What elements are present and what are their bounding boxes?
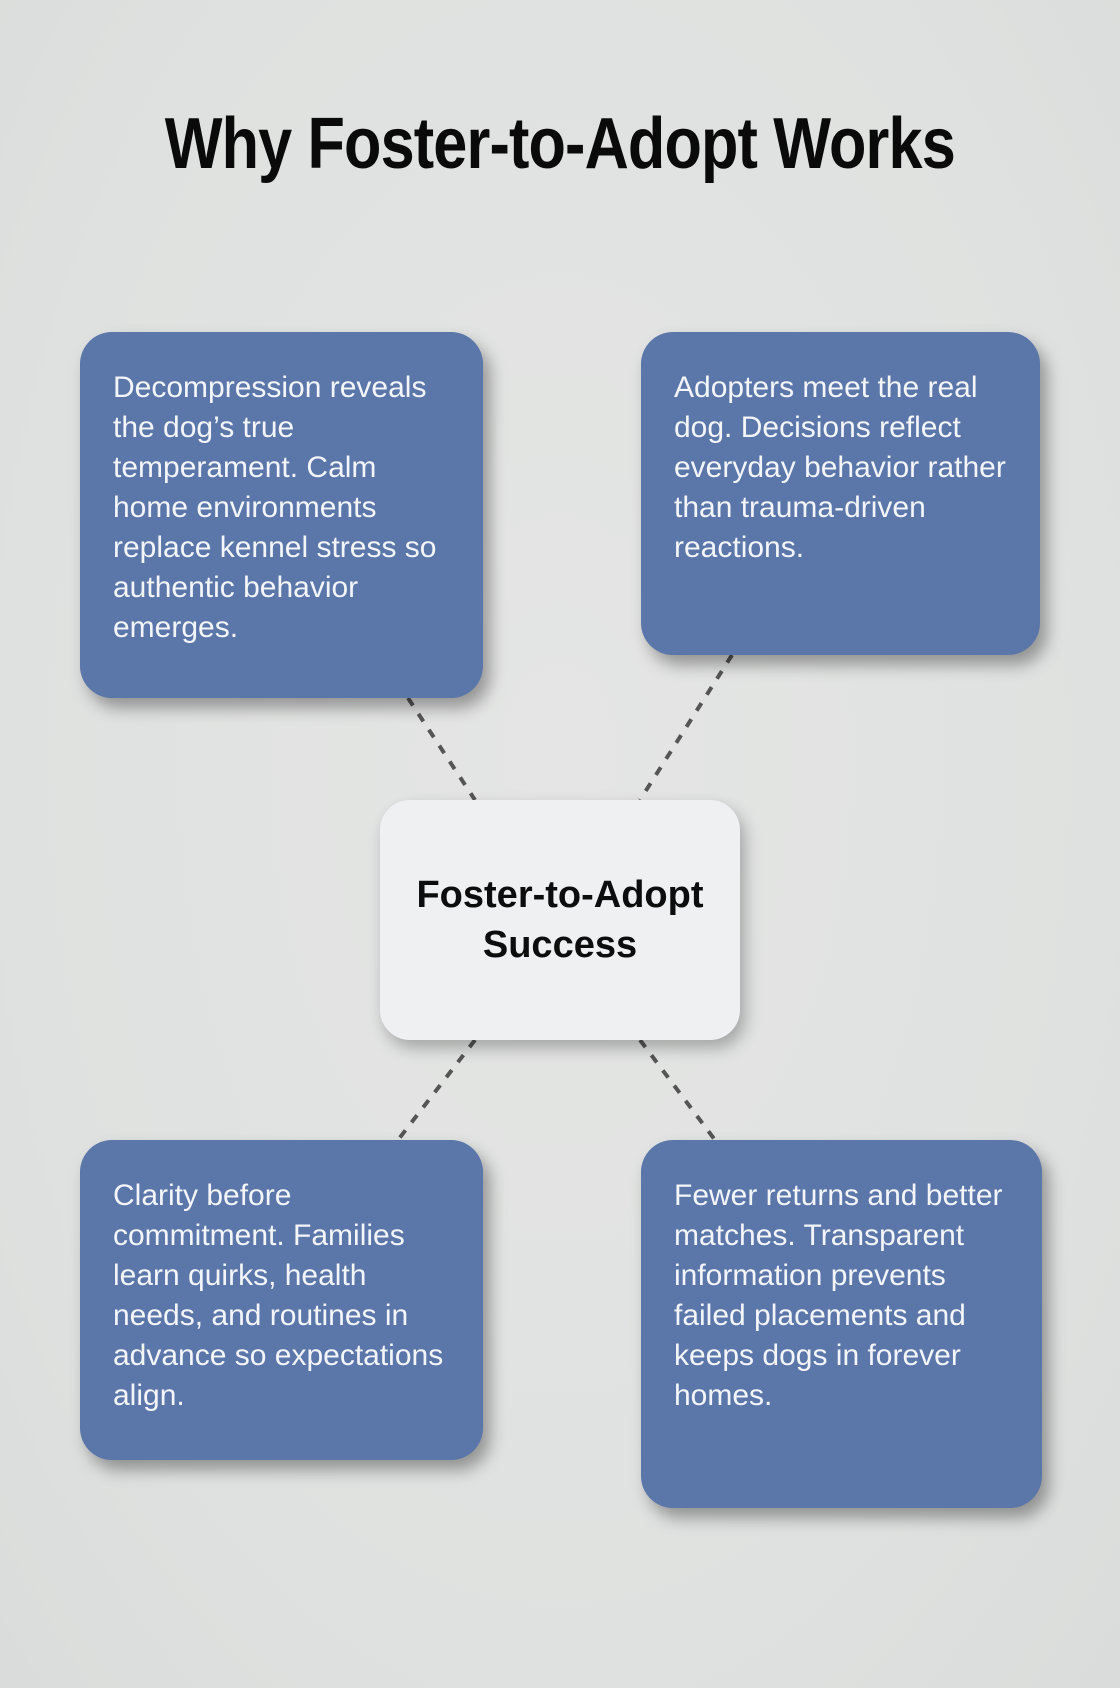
benefit-box-real-dog: Adopters meet the real dog. Decisions re… [641, 332, 1040, 655]
page-title: Why Foster-to-Adopt Works [0, 96, 1120, 192]
connector-bottom-left [396, 1038, 477, 1142]
benefit-text: Decompression reveals the dog’s true tem… [113, 371, 437, 644]
connector-top-right [638, 653, 734, 802]
benefit-text: Clarity before commitment. Families lear… [113, 1179, 444, 1412]
connector-bottom-right [638, 1038, 717, 1142]
benefit-text: Fewer returns and better matches. Transp… [674, 1179, 1003, 1412]
connector-top-left [406, 696, 477, 802]
benefit-box-fewer-returns: Fewer returns and better matches. Transp… [641, 1140, 1042, 1508]
benefit-box-clarity: Clarity before commitment. Families lear… [80, 1140, 483, 1460]
page-title-text: Why Foster-to-Adopt Works [164, 104, 956, 184]
center-node-label: Foster-to-Adopt Success [416, 874, 704, 966]
benefit-text: Adopters meet the real dog. Decisions re… [674, 371, 1006, 564]
benefit-box-decompression: Decompression reveals the dog’s true tem… [80, 332, 483, 698]
center-node-foster-to-adopt-success: Foster-to-Adopt Success [380, 800, 740, 1040]
